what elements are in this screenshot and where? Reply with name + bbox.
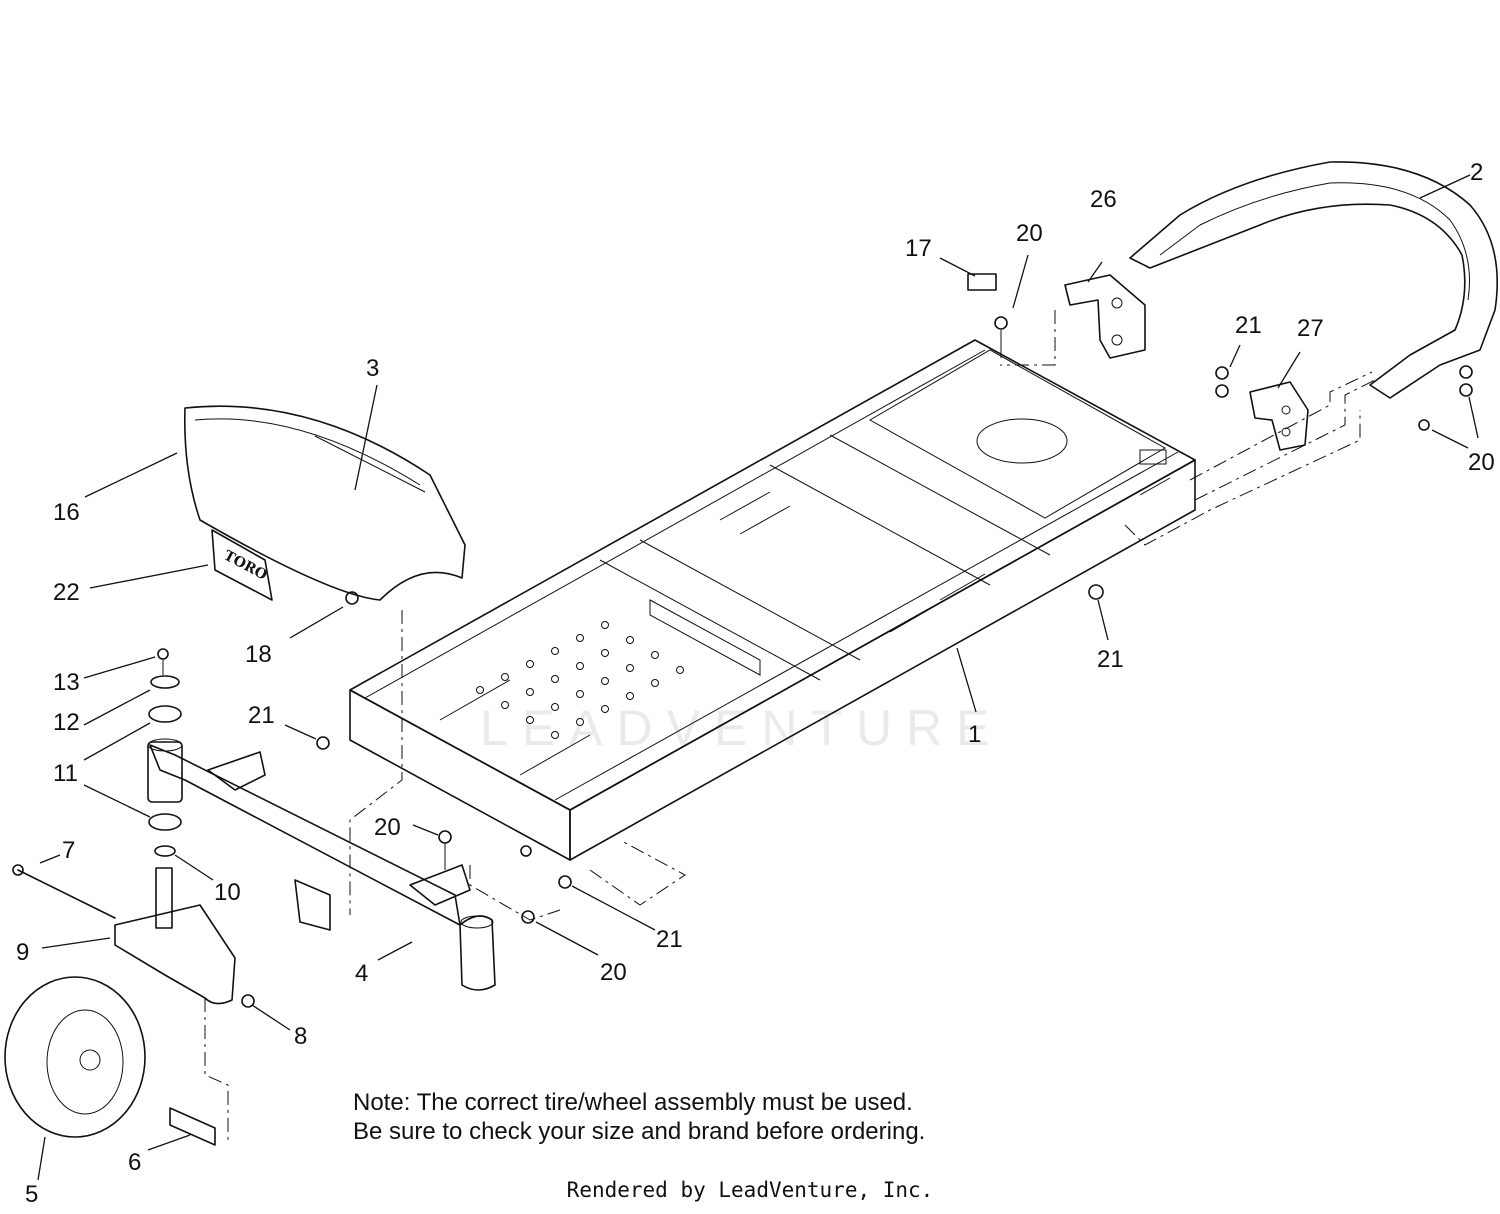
callout-22: 22 [53, 579, 80, 606]
bracket-27 [1249, 381, 1309, 451]
render-credit: Rendered by LeadVenture, Inc. [566, 1178, 934, 1202]
floor-pan-holes [476, 621, 684, 739]
callout-26: 26 [1090, 186, 1117, 213]
callout-4: 4 [355, 960, 368, 987]
decal-3 [314, 435, 426, 493]
callout-20-top: 20 [1016, 220, 1043, 247]
front-axle [147, 738, 496, 991]
front-cover [183, 405, 466, 601]
callout-2: 2 [1470, 159, 1483, 186]
ordering-note: Note: The correct tire/wheel assembly mu… [353, 1088, 925, 1146]
bracket-26 [1064, 274, 1146, 359]
callout-5: 5 [25, 1181, 38, 1208]
callout-10: 10 [214, 879, 241, 906]
caster-fork [12, 864, 255, 1008]
watermark-text: LEADVENTURE [480, 700, 1004, 756]
callout-11: 11 [53, 760, 78, 787]
callout-17: 17 [905, 235, 932, 262]
callout-9: 9 [16, 939, 29, 966]
callout-20-bottom: 20 [600, 959, 627, 986]
callout-20-right: 20 [1468, 449, 1495, 476]
callout-20-left: 20 [374, 814, 401, 841]
callout-1: 1 [968, 721, 981, 748]
callout-8: 8 [294, 1023, 307, 1050]
assembly-lines [204, 310, 1386, 1140]
callout-6: 6 [128, 1149, 141, 1176]
callout-3: 3 [366, 355, 379, 382]
note-line-1: Note: The correct tire/wheel assembly mu… [353, 1089, 913, 1116]
caster-wheel [4, 976, 216, 1146]
callouts: 1 2 3 4 5 6 7 8 9 10 11 12 13 16 17 18 2… [16, 159, 1495, 1208]
main-frame [349, 339, 1196, 861]
caster-hardware [148, 648, 182, 929]
callout-21-right: 21 [1097, 646, 1124, 673]
callout-13: 13 [53, 669, 80, 696]
callout-27: 27 [1297, 315, 1324, 342]
toro-decal-text: TORO [221, 548, 270, 584]
leader-lines [37, 174, 1479, 1181]
callout-21-bottom: 21 [656, 926, 683, 953]
callout-18: 18 [245, 641, 272, 668]
toro-decal: TORO [211, 529, 273, 601]
callout-7: 7 [62, 837, 75, 864]
rops-bar [1129, 161, 1498, 399]
note-line-2: Be sure to check your size and brand bef… [353, 1118, 926, 1145]
callout-21-left: 21 [248, 702, 275, 729]
callout-21-top: 21 [1235, 312, 1262, 339]
callout-16: 16 [53, 499, 80, 526]
hardware [316, 273, 1473, 924]
callout-12: 12 [53, 709, 80, 736]
